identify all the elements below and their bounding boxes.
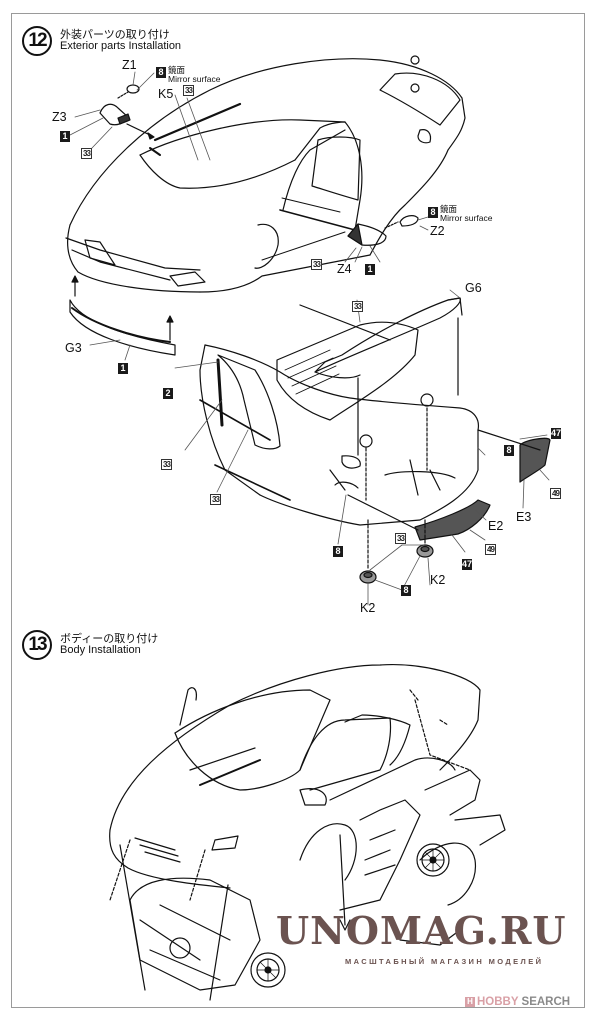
- step-title-en: Exterior parts Installation: [60, 40, 182, 52]
- paint-code-outline-box: 49: [485, 544, 496, 555]
- front-lip-g3: [69, 275, 176, 356]
- paint-code-box: 8: [428, 207, 438, 218]
- part-label-z1: Z1: [122, 58, 137, 72]
- leader-lines-step-12: [69, 71, 550, 606]
- credit-part1: HOBBY: [477, 996, 519, 1008]
- part-label-e2: E2: [488, 519, 504, 533]
- car-body-front-view: [65, 55, 466, 293]
- paint-code-box: 1: [118, 363, 128, 374]
- wheel-nut-k2: [359, 544, 434, 584]
- paint-code-outline-box: 33: [395, 533, 406, 544]
- part-label-z2: Z2: [430, 224, 445, 238]
- step-number-badge: 13: [22, 630, 52, 660]
- paint-code-outline-box: 33: [352, 301, 363, 312]
- paint-code-outline-box: 33: [183, 85, 194, 96]
- part-label-g3: G3: [65, 341, 82, 355]
- paint-code-box: 8: [401, 585, 411, 596]
- paint-code-box: 1: [365, 264, 375, 275]
- paint-code-box: 2: [163, 388, 173, 399]
- paint-code-outline-box: 33: [210, 494, 221, 505]
- part-label-k2-left: K2: [360, 601, 376, 615]
- part-label-k5: K5: [158, 87, 174, 101]
- mirror-assembly-right: [347, 215, 419, 246]
- paint-code-outline-box: 33: [81, 148, 92, 159]
- watermark-title: UNOMAG.RU: [276, 908, 567, 953]
- step-title-jp: 外装パーツの取り付け: [60, 28, 170, 41]
- mirror-note-en: Mirror surface: [168, 74, 221, 84]
- paint-code-box: 8: [333, 546, 343, 557]
- paint-code-outline-box: 33: [161, 459, 172, 470]
- part-label-g6: G6: [465, 281, 482, 295]
- step-title-en: Body Installation: [60, 644, 141, 656]
- paint-code-box: 47: [462, 559, 473, 570]
- step-title-jp: ボディーの取り付け: [60, 632, 159, 645]
- paint-code-outline-box: 33: [311, 259, 322, 270]
- mirror-note-jp: 鏡面: [168, 65, 186, 75]
- paint-code-box: 1: [60, 131, 70, 142]
- part-label-z4: Z4: [337, 262, 352, 276]
- paint-code-outline-box: 49: [550, 488, 561, 499]
- part-label-e3: E3: [516, 510, 532, 524]
- hobby-search-logo-icon: H: [465, 997, 475, 1007]
- paint-code-box: 8: [156, 67, 166, 78]
- rear-spoiler-g6: [314, 297, 463, 501]
- mirror-note-en: Mirror surface: [440, 213, 493, 223]
- part-label-z3: Z3: [52, 110, 67, 124]
- car-body-chassis-view: [109, 663, 506, 1001]
- rear-bumper-ends: [347, 429, 551, 571]
- watermark-subtitle: МАСШТАБНЫЙ МАГАЗИН МОДЕЛЕЙ: [345, 957, 544, 966]
- step-number-badge: 12: [22, 26, 52, 56]
- paint-code-box: 8: [504, 445, 514, 456]
- car-body-rear-view: [199, 304, 480, 526]
- credit-part2: SEARCH: [518, 996, 571, 1008]
- mirror-note-jp: 鏡面: [440, 204, 458, 214]
- paint-code-box: 47: [551, 428, 562, 439]
- instruction-page-frame: [11, 13, 585, 1008]
- part-label-k2-right: K2: [430, 573, 446, 587]
